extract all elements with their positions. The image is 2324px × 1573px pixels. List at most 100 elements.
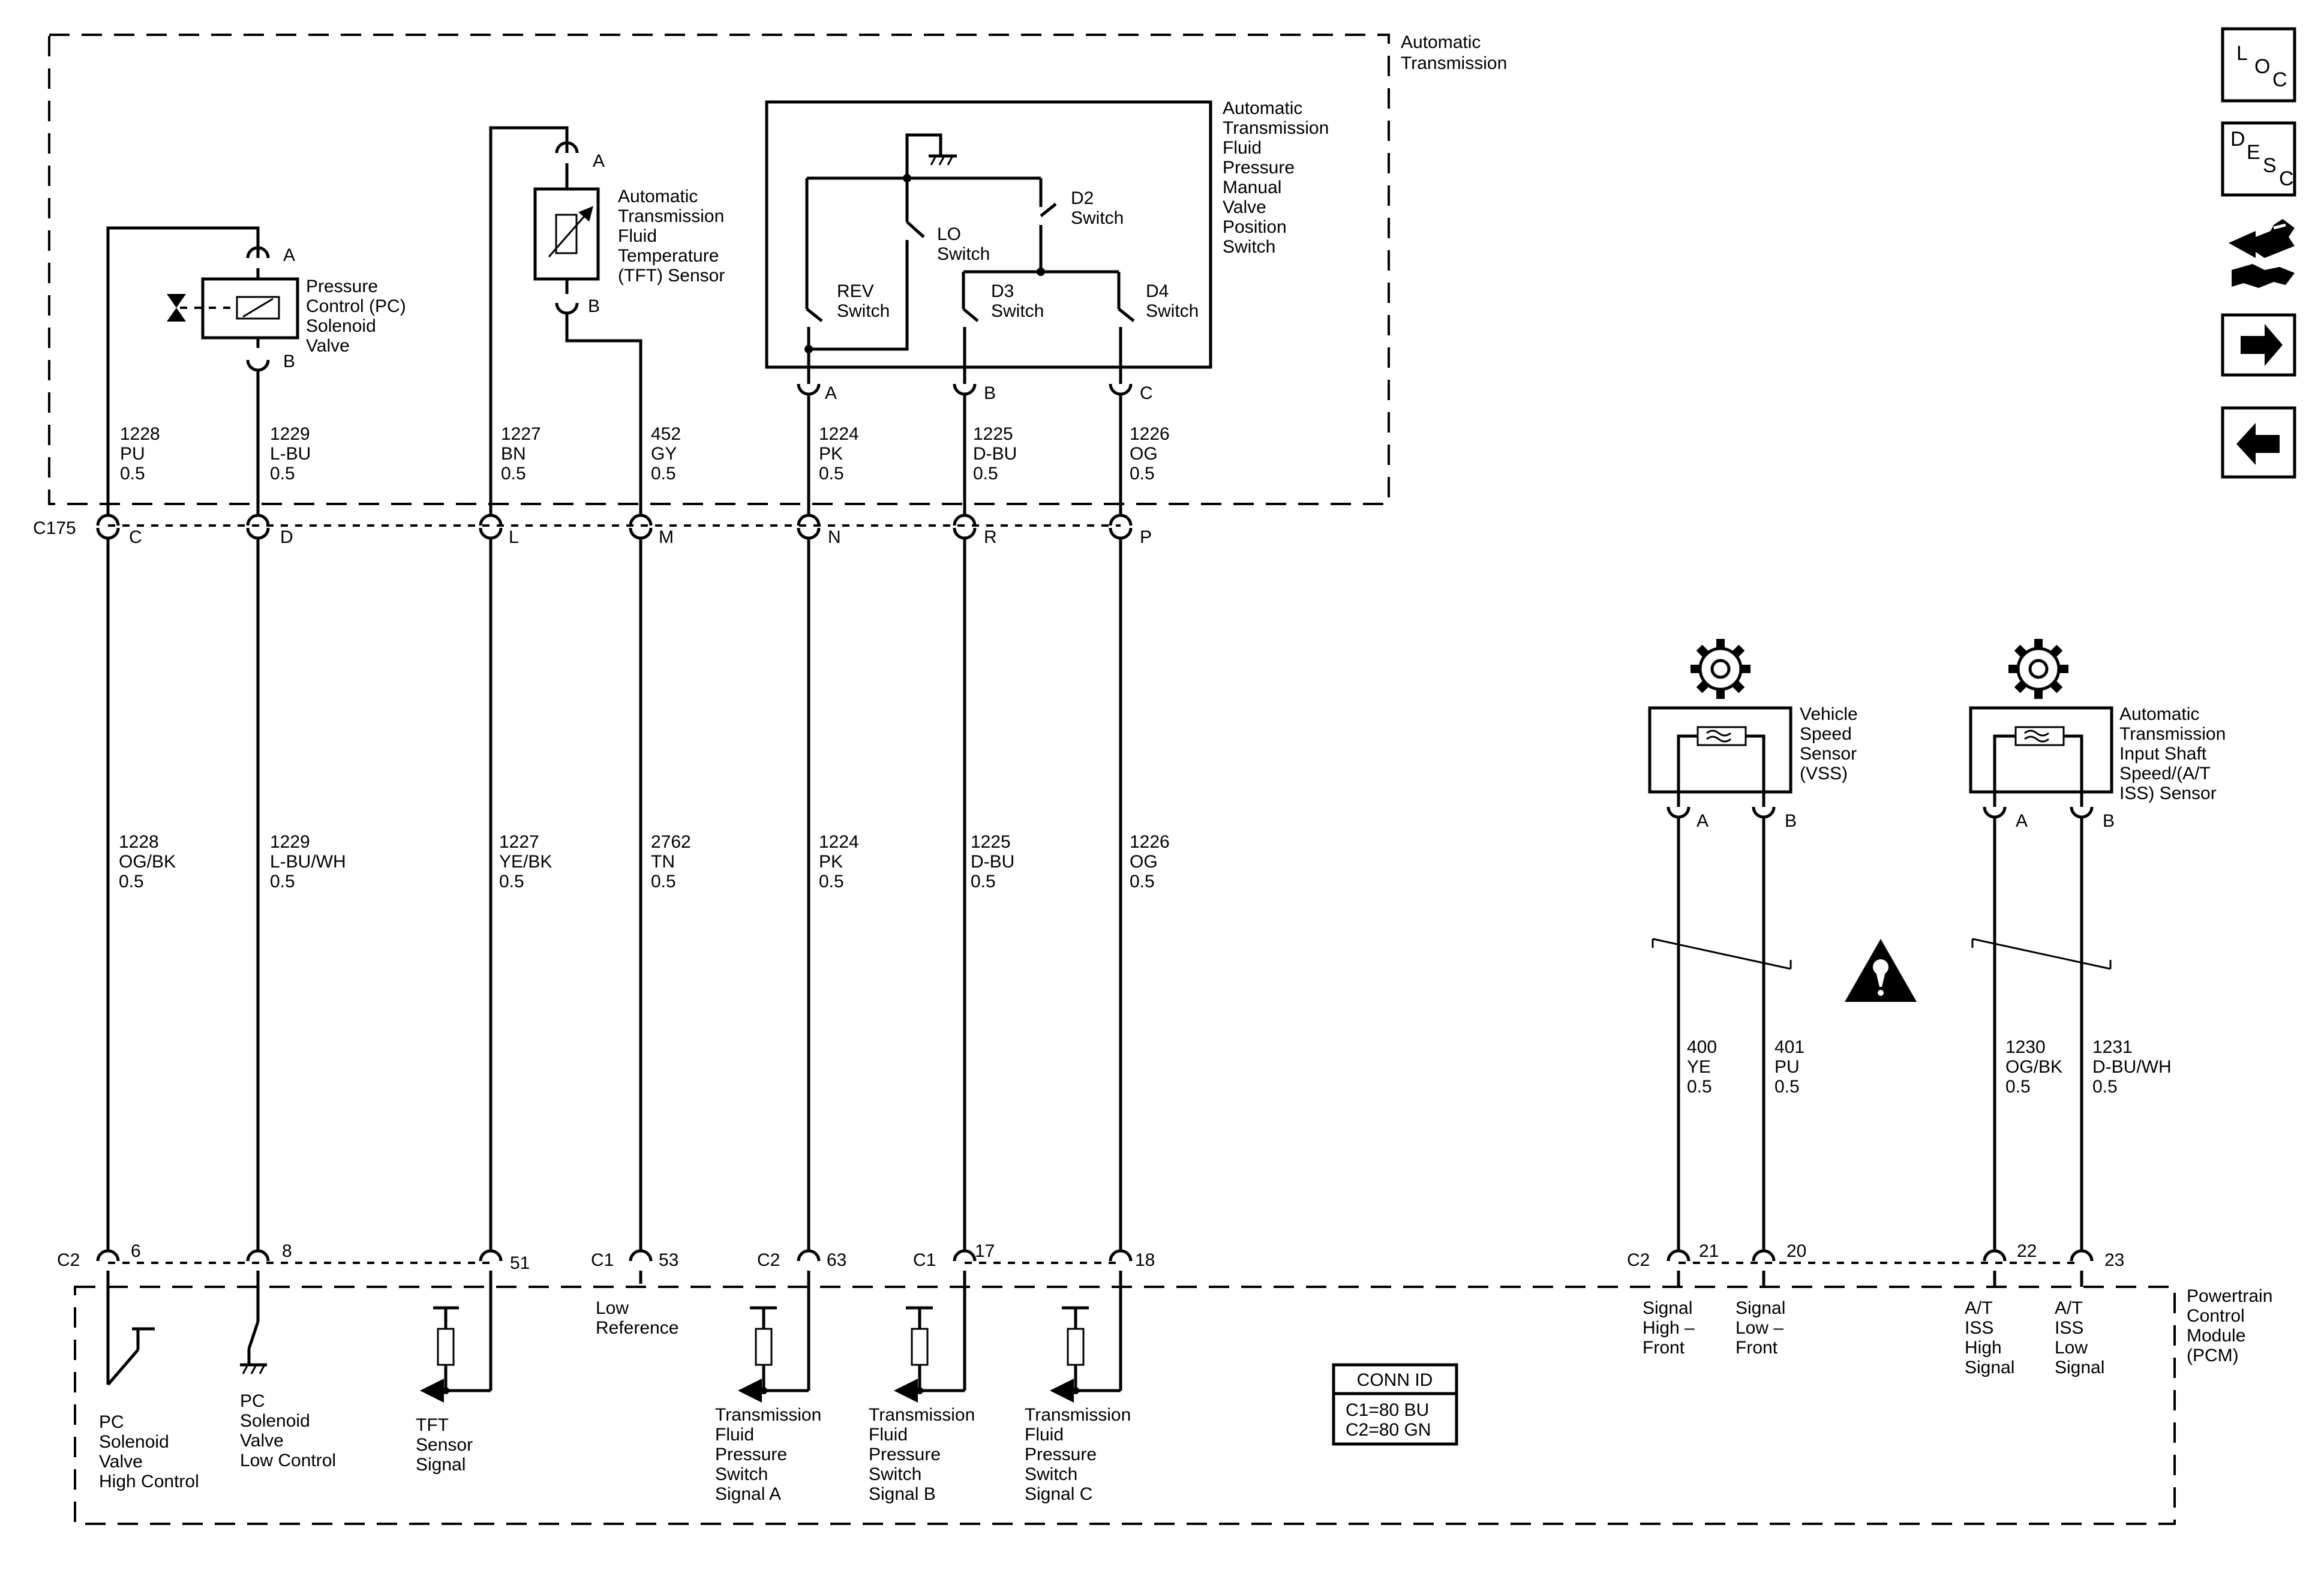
svg-text:Position: Position xyxy=(1223,217,1287,237)
svg-text:OG/BK: OG/BK xyxy=(2005,1057,2062,1077)
wire-label-401: 401 PU 0.5 xyxy=(1774,1037,1804,1097)
svg-text:A/T: A/T xyxy=(2055,1298,2083,1318)
svg-text:Sensor: Sensor xyxy=(1800,744,1857,764)
gear-icon xyxy=(2008,639,2068,699)
pcm-label-switch-c: Transmission Fluid Pressure Switch Signa… xyxy=(1025,1405,1131,1504)
svg-text:Signal: Signal xyxy=(1736,1298,1785,1318)
pcm-label-switch-b: Transmission Fluid Pressure Switch Signa… xyxy=(869,1405,975,1504)
svg-text:N: N xyxy=(828,527,841,547)
svg-text:Fluid: Fluid xyxy=(1025,1425,1064,1445)
svg-text:23: 23 xyxy=(2104,1250,2124,1270)
svg-text:Transmission: Transmission xyxy=(1401,53,1507,73)
svg-text:Low Control: Low Control xyxy=(240,1451,336,1470)
svg-text:Pressure: Pressure xyxy=(869,1445,941,1464)
upper-wire-labels: 1228 PU 0.5 1229 L-BU 0.5 1227 BN 0.5 45… xyxy=(120,424,1170,484)
svg-text:0.5: 0.5 xyxy=(499,872,524,891)
svg-text:0.5: 0.5 xyxy=(270,464,295,484)
wire-label-1229-upper: 1229 L-BU 0.5 xyxy=(270,424,311,484)
svg-text:Valve: Valve xyxy=(99,1452,143,1472)
next-page-button[interactable] xyxy=(2221,313,2296,377)
svg-text:High: High xyxy=(1965,1338,2002,1358)
svg-text:1230: 1230 xyxy=(2005,1037,2046,1057)
svg-text:Switch: Switch xyxy=(715,1464,768,1484)
svg-text:Switch: Switch xyxy=(1223,237,1275,257)
transmission-module-outline xyxy=(48,34,1390,505)
svg-text:OG: OG xyxy=(1130,444,1158,464)
wire-label-1231: 1231 D-BU/WH 0.5 xyxy=(2092,1037,2172,1097)
svg-text:E: E xyxy=(2247,141,2260,164)
svg-text:TN: TN xyxy=(651,852,675,872)
wire-label-1224-upper: 1224 PK 0.5 xyxy=(819,424,859,484)
svg-text:0.5: 0.5 xyxy=(1130,872,1155,891)
svg-text:ISS: ISS xyxy=(2055,1318,2083,1338)
svg-text:0.5: 0.5 xyxy=(119,872,144,891)
svg-text:0.5: 0.5 xyxy=(120,464,145,484)
svg-text:0.5: 0.5 xyxy=(651,872,676,891)
svg-text:PU: PU xyxy=(120,444,145,464)
svg-text:1226: 1226 xyxy=(1130,832,1170,852)
svg-text:Signal: Signal xyxy=(1643,1298,1692,1318)
pc-solenoid-label: Pressure Control (PC) Solenoid Valve xyxy=(306,277,406,356)
pcm-label-vss-high: Signal High – Front xyxy=(1643,1298,1695,1358)
wire-label-400: 400 YE 0.5 xyxy=(1687,1037,1717,1097)
pcm-c2-label-3: C2 xyxy=(1627,1250,1650,1270)
tft-sensor: A B Automatic Transmission Fluid Tempera… xyxy=(489,126,725,516)
svg-text:TFT: TFT xyxy=(416,1415,449,1435)
warning-icon xyxy=(1845,939,1917,1002)
svg-text:2762: 2762 xyxy=(651,832,691,852)
switch-pin-c: C xyxy=(1140,383,1153,403)
wire-label-2762-lower: 2762 TN 0.5 xyxy=(651,832,691,891)
wire-label-1228-upper: 1228 PU 0.5 xyxy=(120,424,160,484)
d2-switch-label: D2 Switch xyxy=(1071,188,1124,228)
previous-page-button[interactable] xyxy=(2221,406,2296,479)
svg-text:High –: High – xyxy=(1643,1318,1695,1338)
vss-label: Vehicle Speed Sensor (VSS) xyxy=(1800,704,1858,784)
svg-text:C: C xyxy=(2279,167,2294,190)
switch-pin-b: B xyxy=(984,383,996,403)
wire-label-1228-lower: 1228 OG/BK 0.5 xyxy=(119,832,176,891)
svg-text:Switch: Switch xyxy=(991,301,1044,321)
pcm-sensor-connector-pins: C2 21 20 22 23 Signal High – Front Signa… xyxy=(1627,1241,2124,1377)
svg-text:Valve: Valve xyxy=(1223,197,1266,217)
svg-text:Reference: Reference xyxy=(596,1318,678,1338)
svg-text:0.5: 0.5 xyxy=(2005,1077,2031,1097)
nav-loc-button[interactable]: L O C xyxy=(2221,27,2296,103)
lower-wire-labels: 1228 OG/BK 0.5 1229 L-BU/WH 0.5 1227 YE/… xyxy=(119,832,1170,891)
rev-switch-label: REV Switch xyxy=(837,281,890,321)
wire-label-1226-upper: 1226 OG 0.5 xyxy=(1130,424,1170,484)
svg-text:GY: GY xyxy=(651,444,677,464)
svg-text:Pressure: Pressure xyxy=(715,1445,787,1464)
svg-text:Switch: Switch xyxy=(937,244,990,264)
svg-text:0.5: 0.5 xyxy=(819,872,844,891)
svg-text:Signal B: Signal B xyxy=(869,1484,936,1504)
svg-text:1228: 1228 xyxy=(119,832,159,852)
svg-text:Switch: Switch xyxy=(1025,1464,1077,1484)
svg-text:C: C xyxy=(2272,68,2287,91)
svg-text:0.5: 0.5 xyxy=(2092,1077,2118,1097)
svg-text:8: 8 xyxy=(282,1241,292,1261)
svg-text:OG/BK: OG/BK xyxy=(119,852,176,872)
svg-text:0.5: 0.5 xyxy=(973,464,998,484)
svg-text:PC: PC xyxy=(99,1412,124,1432)
svg-text:Transmission: Transmission xyxy=(869,1405,975,1425)
svg-text:C2=80 GN: C2=80 GN xyxy=(1346,1420,1431,1440)
switch-pin-a: A xyxy=(825,383,837,403)
svg-text:Fluid: Fluid xyxy=(869,1425,908,1445)
nav-desc-button[interactable]: D E S C xyxy=(2221,121,2296,197)
svg-text:ISS: ISS xyxy=(1965,1318,1993,1338)
svg-text:Pressure: Pressure xyxy=(306,277,378,296)
svg-text:1226: 1226 xyxy=(1130,424,1170,444)
pcm-label-pc-high: PC Solenoid Valve High Control xyxy=(99,1412,199,1491)
pcm-label-iss-high: A/T ISS High Signal xyxy=(1965,1298,2014,1377)
harness-wires xyxy=(106,538,1122,1251)
svg-text:(VSS): (VSS) xyxy=(1800,764,1848,784)
tft-pin-b: B xyxy=(588,296,600,316)
svg-text:21: 21 xyxy=(1699,1241,1719,1261)
connector-repair-icon[interactable] xyxy=(2229,219,2295,288)
pressure-switch-label: Automatic Transmission Fluid Pressure Ma… xyxy=(1223,98,1329,257)
lo-switch-label: LO Switch xyxy=(937,224,990,264)
svg-text:Switch: Switch xyxy=(1146,301,1199,321)
pcm-label-tft: TFT Sensor Signal xyxy=(416,1415,473,1475)
svg-text:Automatic: Automatic xyxy=(1223,98,1302,118)
svg-text:Fluid: Fluid xyxy=(618,226,657,246)
